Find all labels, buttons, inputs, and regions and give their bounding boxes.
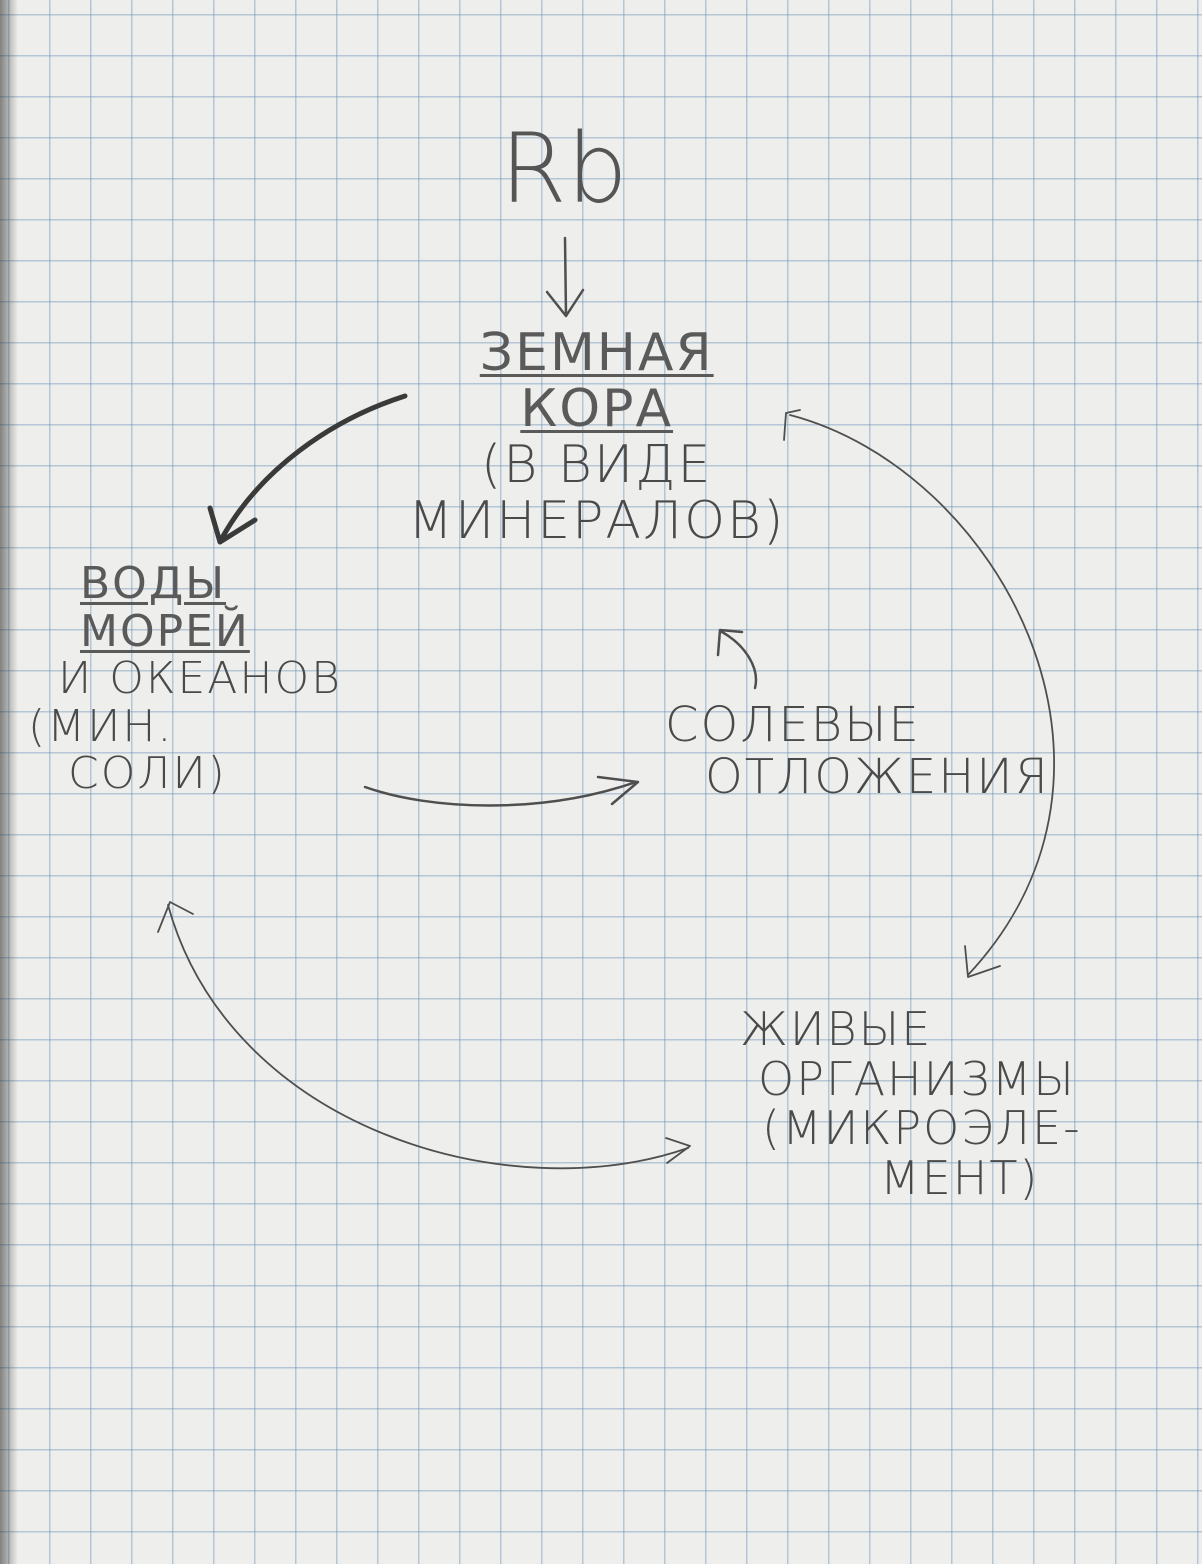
crust-title-line-2: кора (520, 379, 674, 440)
node-earth-crust: Земная кора (в виде минералов) (408, 325, 785, 550)
element-label-rb: Rb (500, 113, 628, 225)
arrow-salt-to-crust (716, 628, 758, 690)
salt-line-1: Солевые (665, 697, 921, 753)
life-line-3: (микроэле- (762, 1101, 1082, 1156)
node-sea-water: Воды морей и океанов (мин. соли) (28, 560, 342, 798)
salt-line-2: отложения (705, 748, 1050, 805)
arrow-water-to-salt (363, 775, 640, 807)
crust-detail-line-1: (в виде (480, 435, 713, 496)
arrow-rb-to-crust (545, 236, 585, 318)
notebook-edge-shadow (0, 0, 18, 1564)
water-title-line-2: морей (80, 605, 250, 657)
water-title-line-1: Воды (80, 558, 227, 609)
crust-detail-line-2: минералов) (408, 491, 786, 552)
life-line-4: мент) (880, 1151, 1040, 1206)
water-detail-line-2: (мин. (28, 700, 174, 752)
life-line-1: Живые (740, 1002, 933, 1056)
arrow-crust-life-bidirectional (783, 409, 1055, 978)
life-line-2: организмы (758, 1051, 1076, 1106)
node-salt-deposits: Солевые отложения (665, 697, 1050, 805)
water-detail-line-1: и океанов (58, 653, 342, 705)
arrow-water-life-bidirectional (157, 901, 691, 1170)
crust-title-line-1: Земная (479, 323, 714, 383)
arrow-crust-to-water (207, 393, 408, 545)
water-detail-line-3: соли) (68, 748, 227, 800)
node-living-organisms: Живые организмы (микроэле- мент) (740, 1002, 1082, 1206)
